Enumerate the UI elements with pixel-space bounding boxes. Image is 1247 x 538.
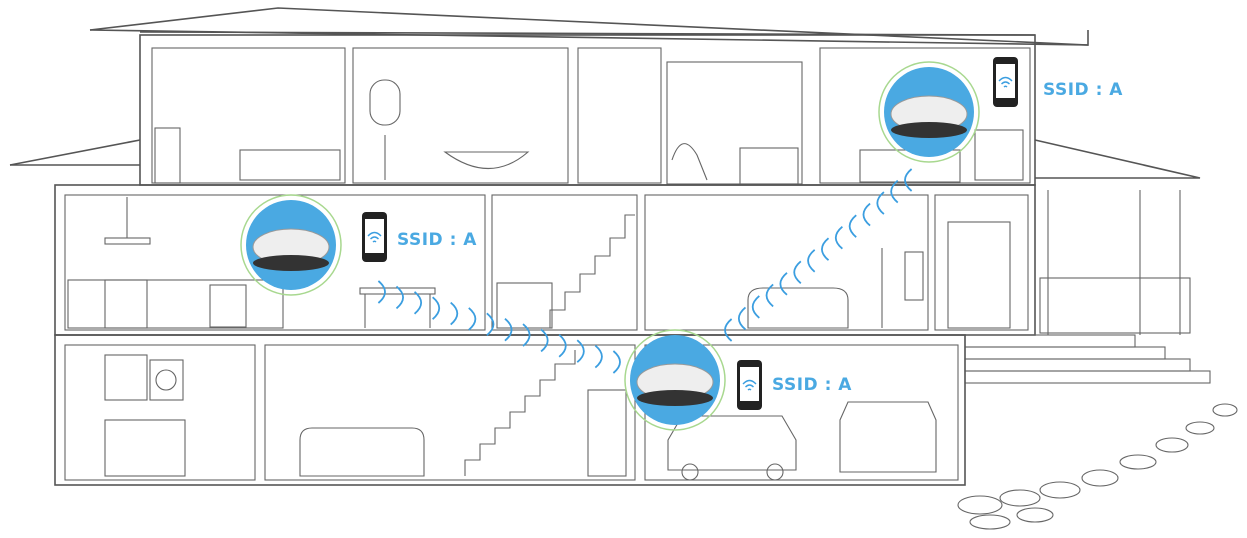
porch: [965, 190, 1210, 383]
house-roof: [90, 8, 1088, 45]
wifi-signal-arc: [451, 303, 458, 325]
smartphone-wifi-icon: [362, 212, 387, 262]
wifi-signal-arc: [794, 261, 801, 283]
wifi-signal-arc: [836, 227, 843, 249]
stone-path: [958, 404, 1237, 529]
smartphone-wifi-icon: [737, 360, 762, 410]
wifi-signal-arc: [822, 238, 829, 260]
router-ground-center: [625, 330, 725, 430]
wifi-signal-arc: [396, 286, 403, 308]
wifi-signal-arc: [891, 181, 898, 203]
wifi-signal-arc: [378, 281, 385, 303]
router-middle-left: [241, 195, 341, 295]
wifi-signal-arc: [415, 292, 422, 314]
wifi-signal-arc: [541, 329, 548, 351]
wifi-signal-arc: [613, 351, 620, 373]
router-top-right: [879, 62, 979, 162]
wifi-signal-arc: [433, 297, 440, 319]
middle-floor: [55, 185, 1035, 335]
ssid-label: SSID : A: [1043, 80, 1123, 100]
wifi-signal-arc: [863, 204, 870, 226]
smartphone-wifi-icon: [993, 57, 1018, 107]
wifi-signal-arc: [577, 340, 584, 362]
wifi-signal-arc: [808, 250, 815, 272]
wifi-signal-arc: [595, 346, 602, 368]
wifi-signal-arc: [905, 169, 912, 191]
wifi-signal-arc: [753, 296, 760, 318]
wifi-signal-arc: [739, 307, 746, 329]
wifi-signal-arc: [850, 215, 857, 237]
wifi-signal-waves-left: [378, 281, 620, 373]
ground-floor: [55, 335, 965, 485]
wifi-signal-arc: [559, 335, 566, 357]
wifi-signal-arc: [469, 308, 476, 330]
wifi-signal-arc: [780, 273, 787, 295]
ssid-label: SSID : A: [772, 375, 852, 395]
ssid-label: SSID : A: [397, 230, 477, 250]
